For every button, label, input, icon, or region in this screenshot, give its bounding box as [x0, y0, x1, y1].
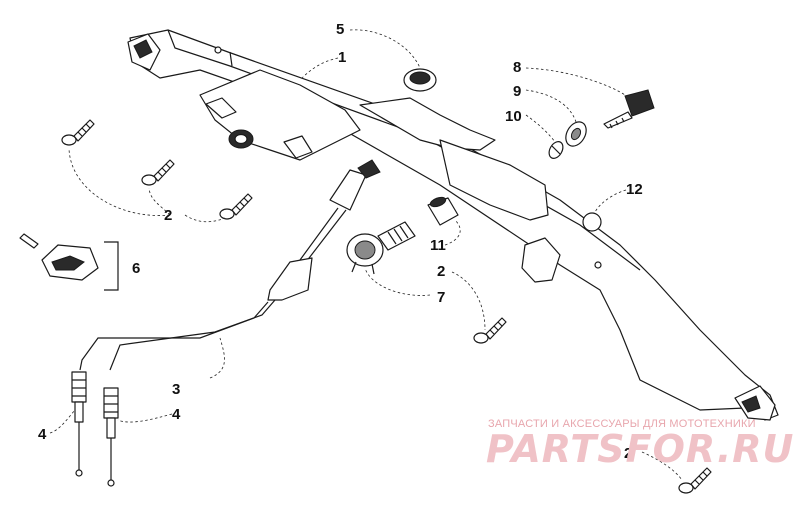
- console-bracket: [127, 29, 779, 421]
- ignition-key: [603, 89, 655, 129]
- ignition-switch: [346, 221, 416, 275]
- retaining-nut: [565, 121, 587, 147]
- callout-7: 7: [437, 289, 445, 306]
- callout-5: 5: [336, 21, 344, 38]
- watermark-caption: ЗАПЧАСТИ И АКСЕССУАРЫ ДЛЯ МОТОТЕХНИКИ: [488, 418, 756, 430]
- callout-12: 12: [626, 181, 643, 198]
- callout-2-left: 2: [164, 207, 172, 224]
- callout-4-left: 4: [38, 426, 47, 443]
- callout-1: 1: [338, 49, 346, 66]
- callout-10: 10: [505, 108, 522, 125]
- callout-3: 3: [172, 381, 180, 398]
- switch-cover: [41, 244, 99, 281]
- screw-middle-left: [141, 159, 175, 186]
- screw-lower-right: [678, 467, 712, 494]
- screw-upper-left: [61, 119, 95, 146]
- callout-6: 6: [132, 260, 140, 277]
- callout-numbers: 1 5 2 2 2 3 4 4 6 7 8 9 10 11 12: [38, 21, 643, 462]
- callout-4-right: 4: [172, 406, 181, 423]
- callout-11: 11: [430, 237, 446, 254]
- screw-lower-left: [219, 193, 253, 220]
- callout-2-right: 2: [624, 445, 632, 462]
- connector-right: [103, 387, 119, 487]
- leader-lines: [49, 29, 683, 481]
- plug-cap: [582, 212, 602, 232]
- watermark-logo: PARTSFOR.RU: [486, 427, 795, 471]
- switch-boot: [427, 196, 459, 226]
- callout-9: 9: [513, 83, 521, 100]
- grommet: [403, 68, 437, 92]
- connector-left: [71, 371, 87, 477]
- callout-8: 8: [513, 59, 521, 76]
- lock-washer: [548, 141, 564, 159]
- callout-2-center: 2: [437, 263, 445, 280]
- pin: [19, 233, 39, 249]
- screw-center: [473, 317, 507, 344]
- cable-harness: [79, 159, 381, 371]
